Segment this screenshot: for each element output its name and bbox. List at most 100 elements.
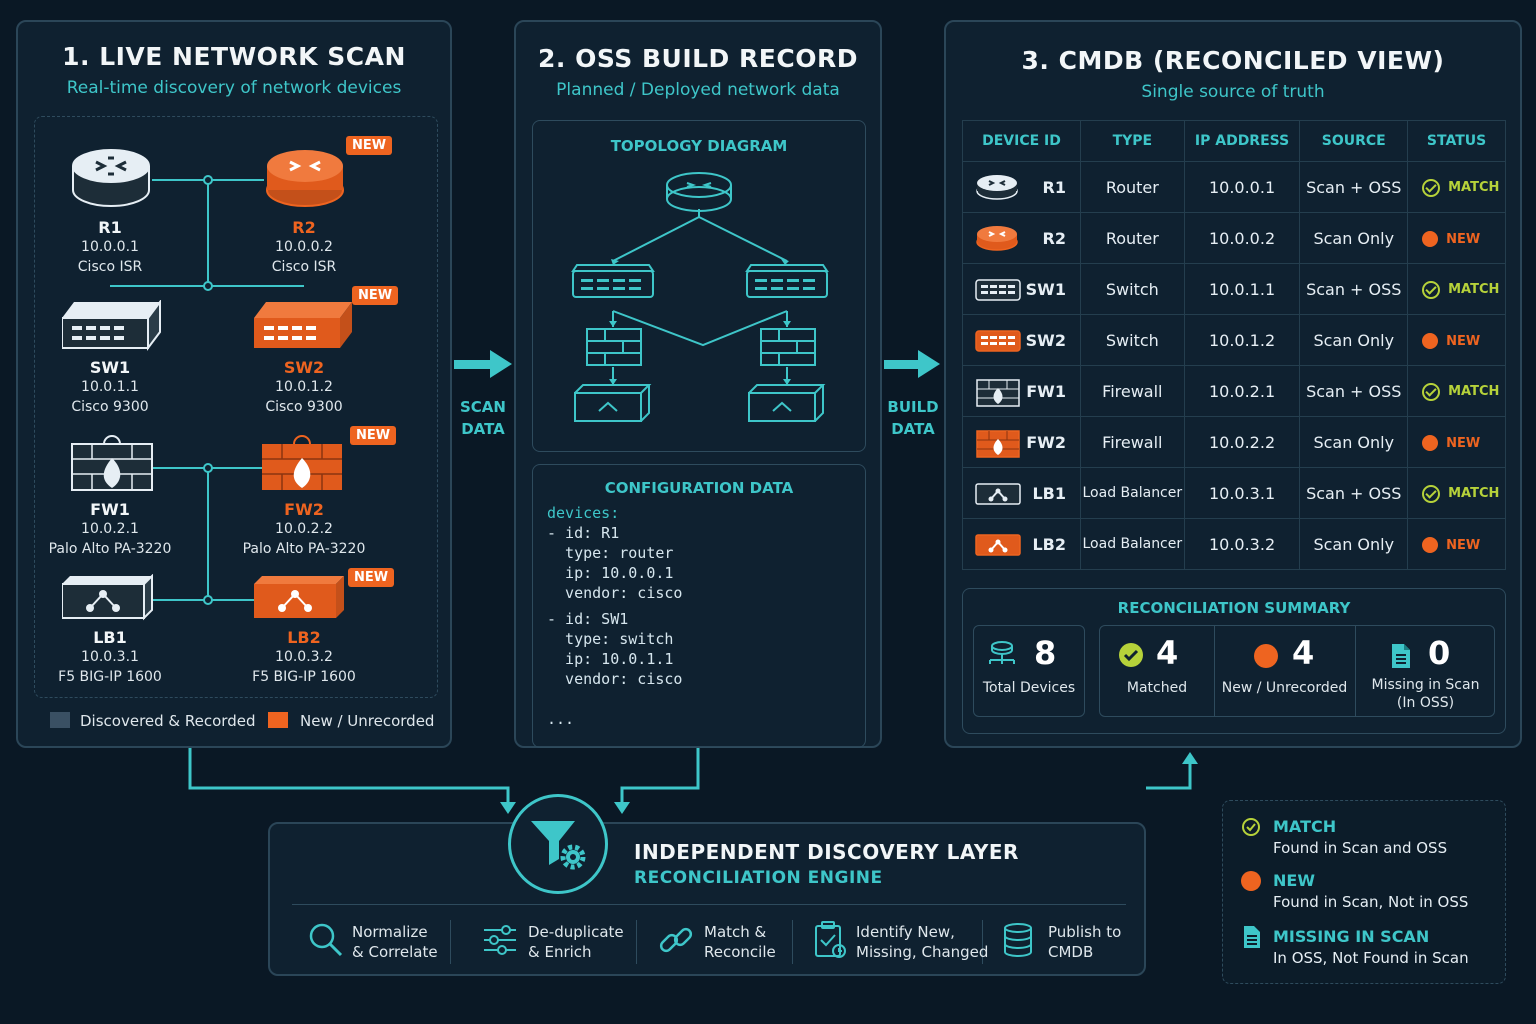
legend-recorded-swatch bbox=[50, 712, 70, 728]
load-balancer-icon bbox=[254, 576, 344, 618]
engine-emblem bbox=[508, 794, 608, 894]
legend-recorded-label: Discovered & Recorded bbox=[80, 712, 256, 730]
match-icon bbox=[1422, 178, 1441, 197]
status-badge: MATCH bbox=[1448, 282, 1500, 298]
cell-source: Scan Only bbox=[1299, 416, 1409, 468]
match-icon bbox=[1118, 642, 1144, 672]
load-balancer-icon bbox=[62, 574, 153, 621]
topology-diagram-box: TOPOLOGY DIAGRAM bbox=[532, 120, 866, 452]
switch-icon bbox=[254, 302, 352, 348]
new-badge: NEW bbox=[352, 286, 399, 305]
status-badge: NEW bbox=[1446, 231, 1481, 247]
device-sw2[interactable]: SW2 10.0.1.2 Cisco 9300 bbox=[265, 358, 343, 415]
reconciliation-summary: RECONCILIATION SUMMARY 8 Total Devices 4… bbox=[962, 588, 1506, 734]
router-icon bbox=[975, 224, 1019, 252]
router-icon bbox=[266, 150, 344, 207]
scan-subtitle: Real-time discovery of network devices bbox=[66, 78, 402, 98]
cell-type: Load Balancer bbox=[1079, 467, 1185, 519]
legend-missing-title: MISSING IN SCAN bbox=[1273, 927, 1430, 946]
cell-device-id: SW1 bbox=[962, 263, 1081, 315]
configuration-data-box: CONFIGURATION DATA devices: - id: R1 typ… bbox=[532, 464, 866, 748]
new-badge: NEW bbox=[346, 136, 393, 155]
cell-device-id: SW2 bbox=[962, 314, 1081, 366]
col-source[interactable]: SOURCE bbox=[1299, 120, 1409, 162]
match-icon bbox=[1242, 818, 1260, 836]
col-ip-address[interactable]: IP ADDRESS bbox=[1183, 120, 1301, 162]
cell-source: Scan Only bbox=[1299, 518, 1409, 570]
cmdb-header-row: DEVICE ID TYPE IP ADDRESS SOURCE STATUS bbox=[962, 120, 1506, 162]
cell-status: MATCH bbox=[1407, 467, 1506, 519]
firewall-icon bbox=[262, 435, 342, 490]
cell-status: NEW bbox=[1407, 518, 1506, 570]
switch-icon bbox=[62, 300, 161, 351]
router-icon bbox=[72, 149, 150, 207]
summary-missing-value: 0 bbox=[1428, 634, 1451, 672]
device-lb1[interactable]: LB1 10.0.3.1 F5 BIG-IP 1600 bbox=[58, 628, 162, 685]
new-dot-icon bbox=[1422, 537, 1439, 553]
col-status[interactable]: STATUS bbox=[1407, 120, 1506, 162]
cell-status: NEW bbox=[1407, 212, 1506, 264]
new-dot-icon bbox=[1422, 435, 1439, 451]
cell-source: Scan + OSS bbox=[1299, 263, 1409, 315]
new-dot-icon bbox=[1422, 333, 1439, 349]
device-fw1[interactable]: FW1 10.0.2.1 Palo Alto PA-3220 bbox=[48, 500, 172, 557]
firewall-icon bbox=[71, 435, 153, 491]
col-device-id[interactable]: DEVICE ID bbox=[962, 120, 1081, 162]
step-match: Match &Reconcile bbox=[704, 923, 776, 961]
status-legend: MATCH Found in Scan and OSS NEW Found in… bbox=[1222, 800, 1506, 984]
col-type[interactable]: TYPE bbox=[1079, 120, 1185, 162]
device-r1[interactable]: R1 10.0.0.1 Cisco ISR bbox=[77, 218, 143, 275]
summary-total-devices: 8 Total Devices bbox=[973, 625, 1085, 717]
cell-device-id: R1 bbox=[962, 161, 1081, 213]
device-fw2[interactable]: FW2 10.0.2.2 Palo Alto PA-3220 bbox=[242, 500, 366, 557]
switch-icon bbox=[975, 327, 1021, 353]
legend-missing-desc: In OSS, Not Found in Scan bbox=[1273, 949, 1469, 967]
cmdb-table: DEVICE ID TYPE IP ADDRESS SOURCE STATUS … bbox=[962, 120, 1506, 570]
match-icon bbox=[1422, 382, 1441, 401]
cell-source: Scan Only bbox=[1299, 212, 1409, 264]
cell-source: Scan + OSS bbox=[1299, 161, 1409, 213]
cell-status: NEW bbox=[1407, 416, 1506, 468]
firewall-icon bbox=[975, 425, 1021, 459]
oss-subtitle: Planned / Deployed network data bbox=[556, 80, 840, 100]
cell-status: MATCH bbox=[1407, 365, 1506, 417]
step-normalize: Normalize& Correlate bbox=[352, 923, 438, 961]
new-dot-icon bbox=[1241, 871, 1261, 891]
load-balancer-icon bbox=[975, 531, 1021, 557]
summary-matched-label: Matched bbox=[1126, 680, 1188, 696]
sliders-icon bbox=[484, 925, 516, 955]
config-title: CONFIGURATION DATA bbox=[604, 479, 794, 497]
summary-new-value: 4 bbox=[1292, 634, 1315, 672]
new-badge: NEW bbox=[348, 568, 395, 587]
legend-match-title: MATCH bbox=[1273, 817, 1337, 836]
summary-missing-label: Missing in Scan(In OSS) bbox=[1371, 677, 1480, 711]
cell-type: Firewall bbox=[1079, 365, 1185, 417]
match-icon bbox=[1422, 280, 1441, 299]
new-badge: NEW bbox=[350, 426, 397, 445]
magnifier-icon bbox=[309, 923, 343, 957]
config-code: devices: - id: R1 type: router ip: 10.0.… bbox=[547, 504, 683, 728]
cell-device-id: FW2 bbox=[962, 416, 1081, 468]
cell-ip: 10.0.3.2 bbox=[1183, 518, 1301, 570]
cell-source: Scan + OSS bbox=[1299, 467, 1409, 519]
status-badge: MATCH bbox=[1448, 486, 1500, 502]
cell-device-id: R2 bbox=[962, 212, 1081, 264]
oss-build-record-panel: 2. OSS BUILD RECORD Planned / Deployed n… bbox=[514, 20, 882, 748]
topology-title: TOPOLOGY DIAGRAM bbox=[610, 137, 788, 155]
device-r2[interactable]: R2 10.0.0.2 Cisco ISR bbox=[271, 218, 337, 275]
device-lb2[interactable]: LB2 10.0.3.2 F5 BIG-IP 1600 bbox=[252, 628, 356, 685]
device-sw1[interactable]: SW1 10.0.1.1 Cisco 9300 bbox=[71, 358, 149, 415]
legend-new-title: NEW bbox=[1273, 871, 1315, 890]
step-deduplicate: De-duplicate& Enrich bbox=[528, 923, 624, 961]
status-badge: NEW bbox=[1446, 333, 1481, 349]
cell-type: Switch bbox=[1079, 314, 1185, 366]
